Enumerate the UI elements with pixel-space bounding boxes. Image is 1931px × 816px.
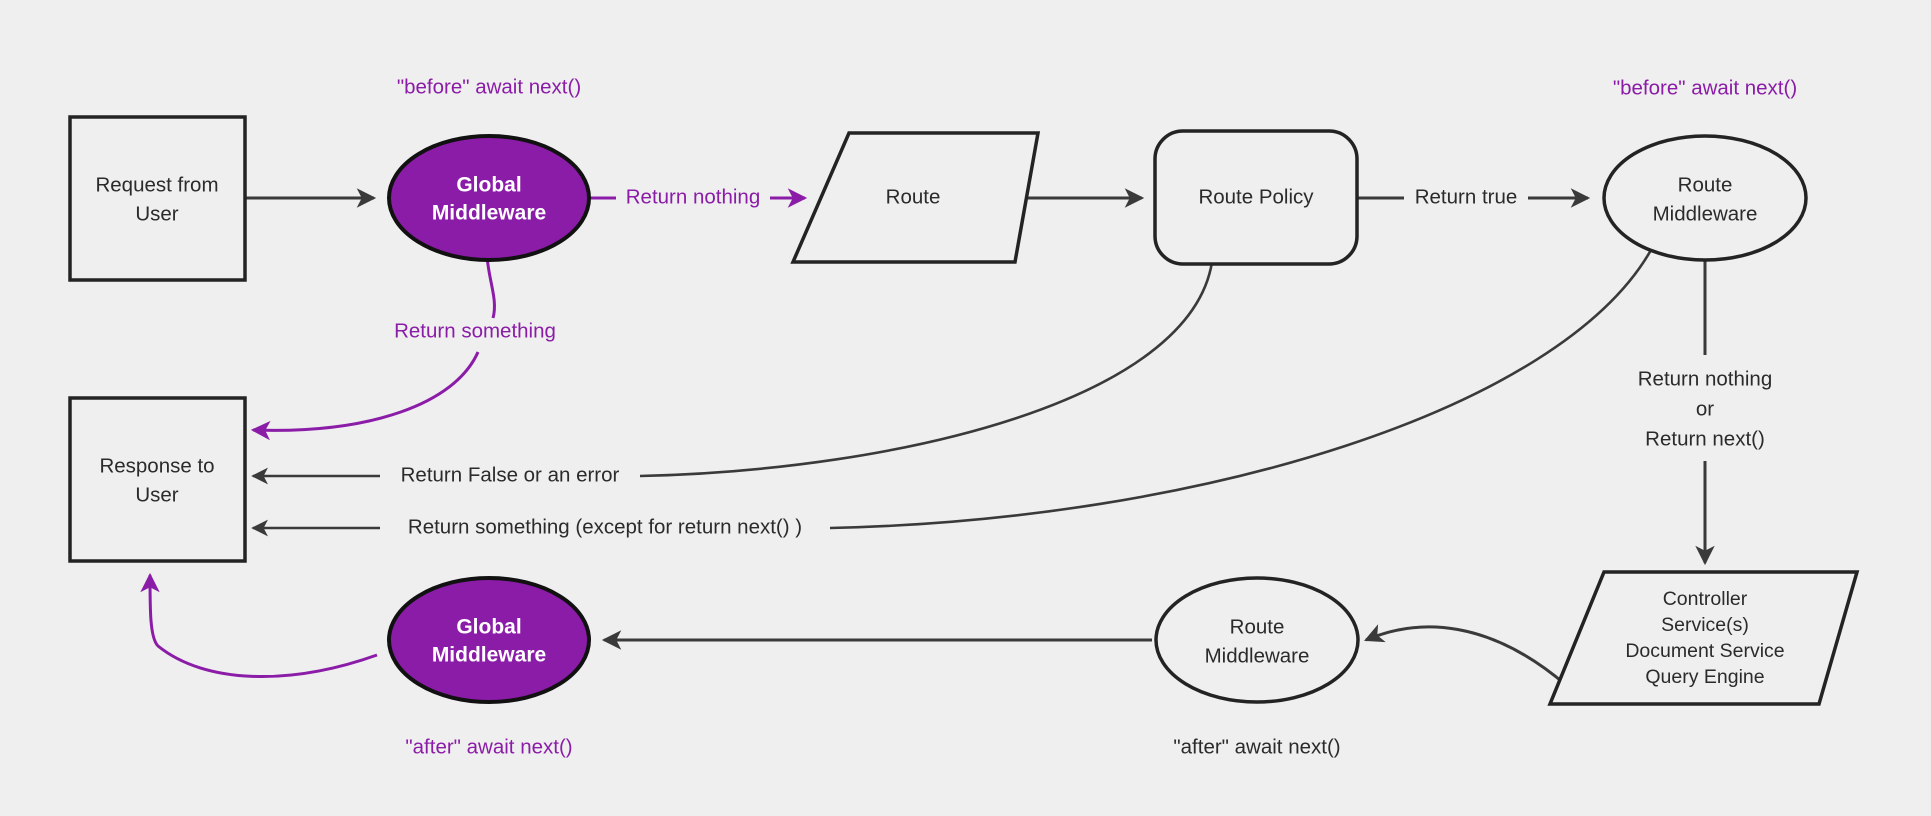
global-middleware-after-label-line1: Global [456, 616, 521, 639]
global-middleware-before-label-line1: Global [456, 174, 521, 197]
node-response-to-user[interactable]: Response to User [68, 396, 247, 563]
global-middleware-after-label-line2: Middleware [432, 644, 546, 667]
annotation-after-await-next-global: "after" await next() [405, 735, 572, 758]
edge-label-return-something-except: Return something (except for return next… [408, 515, 802, 538]
node-controller-stack[interactable]: Controller Service(s) Document Service Q… [1547, 570, 1860, 706]
response-to-user-label-line2: User [135, 483, 178, 506]
annotation-after-await-next-route: "after" await next() [1173, 735, 1340, 758]
annotation-before-await-next-route: "before" await next() [1613, 76, 1797, 99]
edge-label-return-true: Return true [1415, 185, 1518, 208]
controller-stack-label-line3: Document Service [1625, 640, 1784, 662]
node-global-middleware-before[interactable]: Global Middleware [387, 134, 591, 262]
route-middleware-after-label-line2: Middleware [1205, 644, 1310, 667]
controller-stack-label-line4: Query Engine [1645, 666, 1764, 688]
edge-global-middleware-to-response-curve [250, 351, 480, 441]
route-middleware-before-label-line2: Middleware [1653, 202, 1758, 225]
edge-label-return-nothing: Return nothing [626, 185, 760, 208]
global-middleware-before-label-line2: Middleware [432, 202, 546, 225]
route-policy-label: Route Policy [1198, 185, 1314, 208]
edge-global-middleware-to-response [485, 255, 496, 319]
node-request-from-user[interactable]: Request from User [68, 115, 247, 282]
response-to-user-label-line1: Response to [99, 454, 214, 477]
route-label: Route [886, 185, 941, 208]
request-from-user-label-line1: Request from [95, 173, 218, 196]
node-route-middleware-after[interactable]: Route Middleware [1154, 576, 1360, 704]
edge-label-route-mw-result-line2: or [1696, 397, 1714, 420]
controller-stack-label-line2: Service(s) [1661, 614, 1749, 636]
annotation-before-await-next-global: "before" await next() [397, 75, 581, 98]
edge-route-policy-to-response-curve [639, 261, 1214, 478]
edge-global-middleware-after-to-response [140, 572, 378, 678]
edge-label-route-mw-result-line3: Return next() [1645, 427, 1765, 450]
route-middleware-before-label-line1: Route [1678, 173, 1733, 196]
controller-stack-label-line1: Controller [1663, 588, 1748, 610]
route-middleware-after-label-line1: Route [1230, 615, 1285, 638]
edge-label-route-mw-result-line1: Return nothing [1638, 367, 1772, 390]
edge-label-return-something: Return something [394, 319, 556, 342]
edge-controller-to-route-middleware-after [1364, 624, 1567, 687]
request-from-user-label-line2: User [135, 202, 178, 225]
node-route-middleware-before[interactable]: Route Middleware [1602, 134, 1808, 262]
node-route[interactable]: Route [790, 131, 1041, 264]
node-route-policy[interactable]: Route Policy [1153, 129, 1359, 266]
edge-route-middleware-to-response-curve [829, 249, 1653, 530]
node-global-middleware-after[interactable]: Global Middleware [387, 576, 591, 704]
edge-label-return-false-or-error: Return False or an error [401, 463, 620, 486]
